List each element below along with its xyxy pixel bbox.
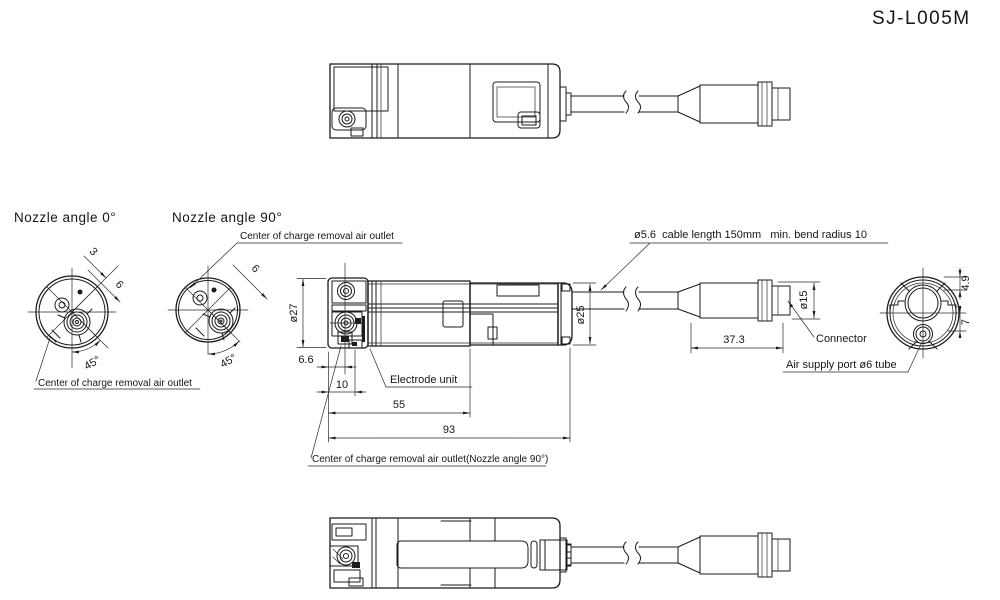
dim-10-text: 10 <box>336 379 348 391</box>
dim-dia15-text: ø15 <box>798 291 810 310</box>
dim-dia25: ø25 <box>572 282 597 346</box>
front0-offset-dims: 3 6 <box>71 245 126 313</box>
air-supply-callout-text: Air supply port ø6 tube <box>786 359 897 371</box>
connector-callout: Connector <box>787 300 867 345</box>
front0-dim-6: 6 <box>113 278 126 291</box>
rear-dim-7-text: 7 <box>960 319 972 325</box>
front90-outlet-callout: Center of charge removal air outlet <box>189 231 403 289</box>
front-view-90: 6 45° Center of charge removal air outle… <box>167 231 403 371</box>
air-supply-callout: Air supply port ø6 tube <box>782 343 922 373</box>
front0-outlet-callout-text: Center of charge removal air outlet <box>38 378 192 389</box>
cable-note-text: ø5.6 cable length 150mm min. bend radius… <box>634 229 867 241</box>
front0-angle-dim: 45° <box>71 311 109 373</box>
front-view-0-heading: Nozzle angle 0° <box>14 210 116 225</box>
connector-callout-text: Connector <box>816 333 867 345</box>
dim-dia25-text: ø25 <box>575 306 587 325</box>
outlet90-callout-text: Center of charge removal air outlet(Nozz… <box>312 454 548 465</box>
dim-dia15: ø15 <box>777 281 821 320</box>
dim-55-text: 55 <box>393 399 405 411</box>
dim-dia27-text: ø27 <box>288 304 300 323</box>
dim-93: 93 <box>328 424 571 440</box>
rear-dim-4-9-text: 4.9 <box>960 275 972 290</box>
part-number-title: SJ-L005M <box>872 8 971 29</box>
electrode-callout: Electrode unit <box>369 348 473 388</box>
side-view: ø27 6.6 10 55 93 ø <box>288 229 889 467</box>
front90-dim-6: 6 <box>249 262 262 275</box>
front90-dim-45deg: 45° <box>218 352 238 371</box>
dim-37-3-text: 37.3 <box>723 334 744 346</box>
front-view-90-heading: Nozzle angle 90° <box>172 210 282 225</box>
dim-37-3: 37.3 <box>690 322 784 354</box>
front0-outlet-callout: Center of charge removal air outlet <box>33 337 201 390</box>
top-view <box>329 63 791 139</box>
rear-view: 4.9 7 Air supply port ø6 tube <box>782 267 972 373</box>
dim-93-text: 93 <box>443 424 455 436</box>
dim-10: 10 <box>316 379 367 394</box>
dim-dia27: ø27 <box>288 278 327 348</box>
electrode-callout-text: Electrode unit <box>390 374 457 386</box>
outlet90-callout: Center of charge removal air outlet(Nozz… <box>307 345 548 467</box>
cable-note-callout: ø5.6 cable length 150mm min. bend radius… <box>600 229 889 291</box>
front0-dim-3: 3 <box>87 245 100 258</box>
front0-dim-45deg: 45° <box>82 354 102 373</box>
dim-55: 55 <box>328 399 471 415</box>
front90-outlet-callout-text: Center of charge removal air outlet <box>240 231 394 242</box>
dim-6-6: 6.6 <box>298 354 357 369</box>
front90-offset-dim: 6 <box>232 262 268 300</box>
dim-6-6-text: 6.6 <box>298 354 313 366</box>
rear-dims: 4.9 7 <box>943 267 972 339</box>
front-view-0: 3 6 45° Center of charge removal air out… <box>27 245 201 390</box>
bottom-view <box>329 517 791 589</box>
